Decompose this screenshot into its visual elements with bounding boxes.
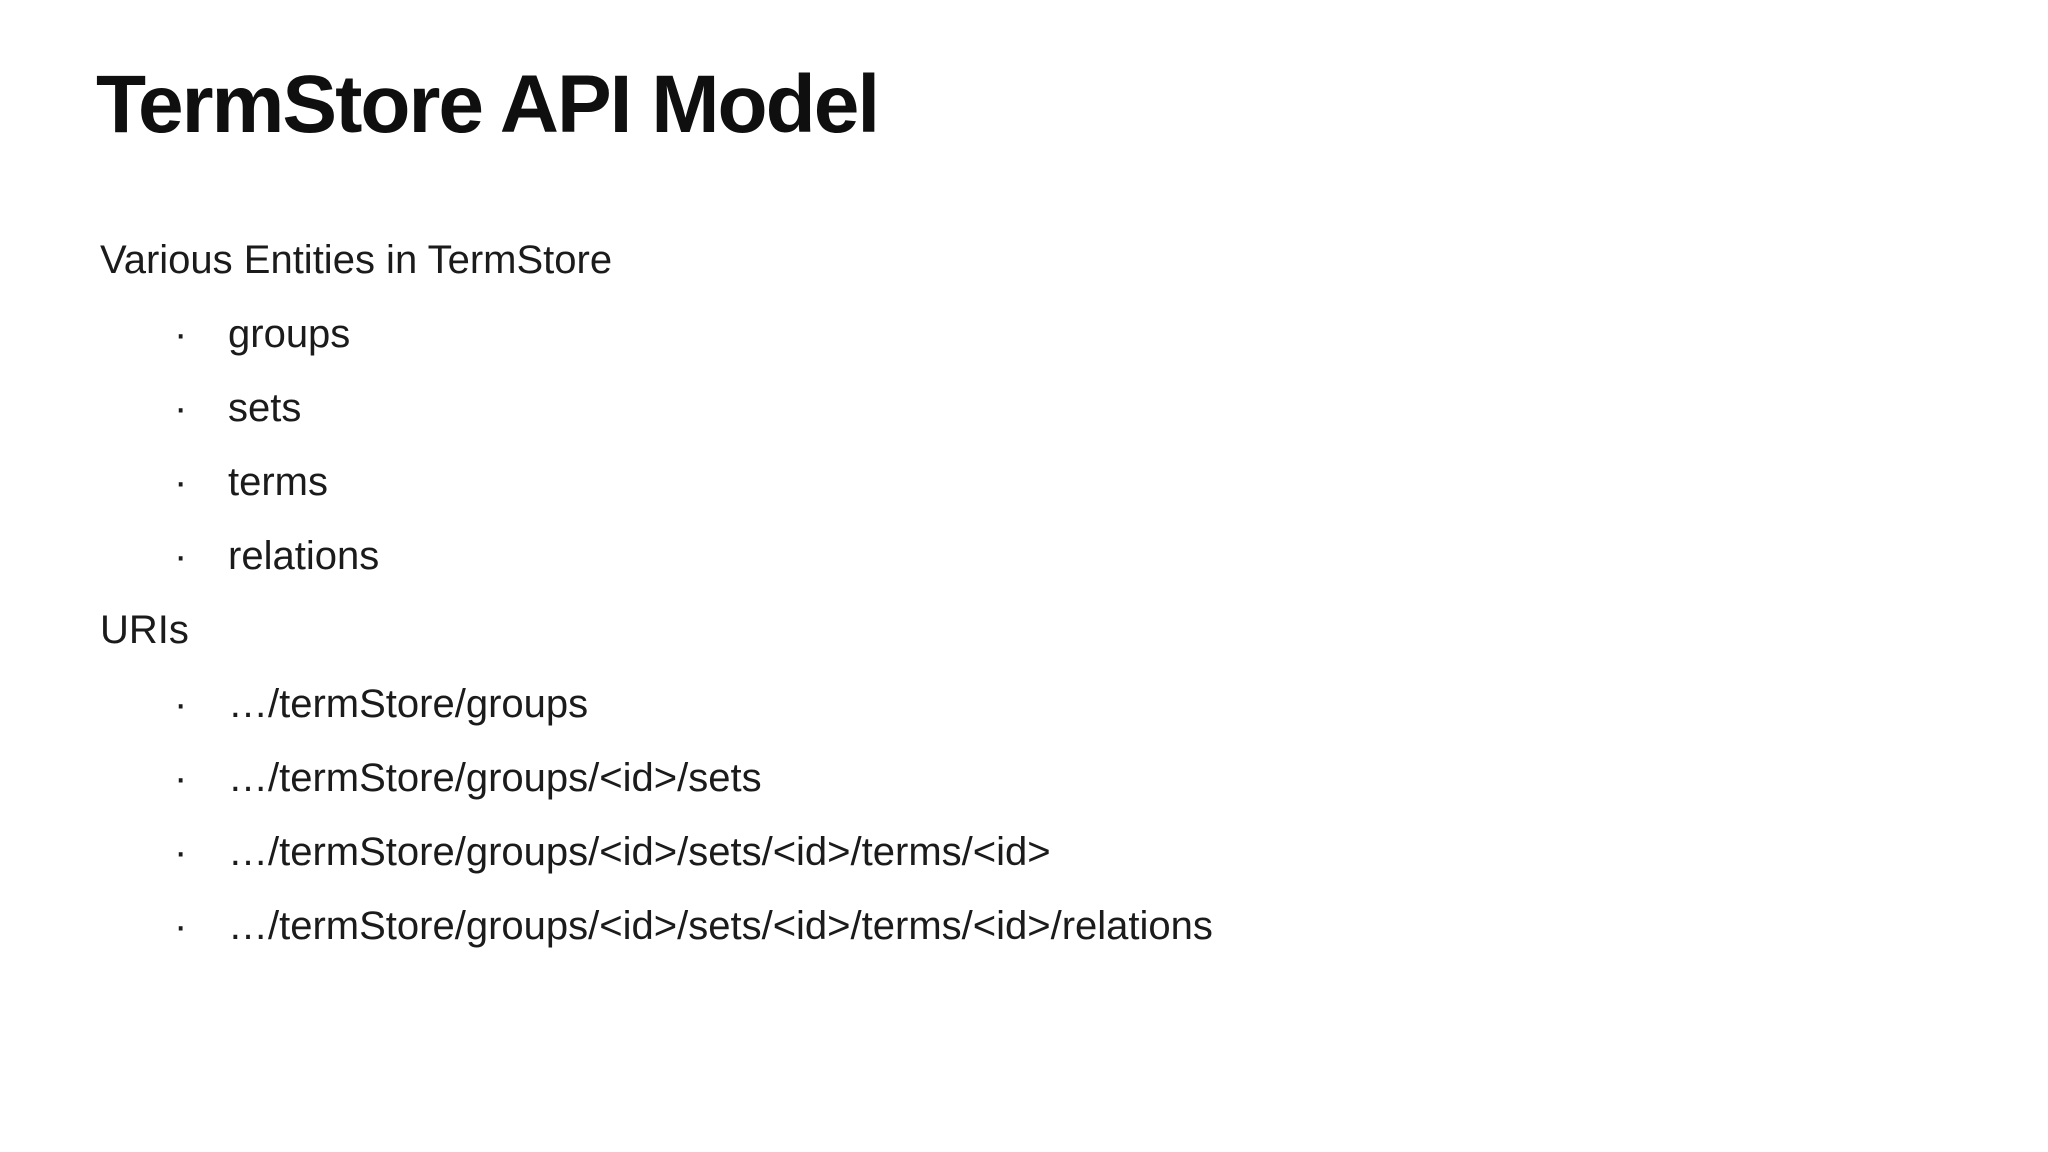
list-item: · …/termStore/groups	[100, 667, 1800, 741]
bullet-dot-icon: ·	[174, 830, 188, 874]
bullet-label: sets	[228, 386, 302, 430]
list-item: · relations	[100, 519, 1800, 593]
uri-label: …/termStore/groups/<id>/sets	[228, 756, 762, 800]
entities-list: · groups · sets · terms · relations	[100, 297, 1800, 593]
uri-label: …/termStore/groups	[228, 682, 589, 726]
uri-label: …/termStore/groups/<id>/sets/<id>/terms/…	[228, 830, 1051, 874]
slide-body: Various Entities in TermStore · groups ·…	[100, 223, 1800, 963]
uris-heading: URIs	[100, 608, 189, 652]
bullet-dot-icon: ·	[174, 904, 188, 948]
entities-heading: Various Entities in TermStore	[100, 238, 613, 282]
bullet-label: terms	[228, 460, 328, 504]
uri-label: …/termStore/groups/<id>/sets/<id>/terms/…	[228, 904, 1213, 948]
list-item: · groups	[100, 297, 1800, 371]
bullet-dot-icon: ·	[174, 312, 188, 356]
bullet-label: groups	[228, 312, 351, 356]
list-item: · …/termStore/groups/<id>/sets/<id>/term…	[100, 889, 1800, 963]
uris-list: · …/termStore/groups · …/termStore/group…	[100, 667, 1800, 963]
bullet-dot-icon: ·	[174, 756, 188, 800]
section-uris: URIs · …/termStore/groups · …/termStore/…	[100, 593, 1800, 963]
list-item: · terms	[100, 445, 1800, 519]
bullet-dot-icon: ·	[174, 386, 188, 430]
slide-title: TermStore API Model	[96, 59, 880, 150]
section-entities: Various Entities in TermStore · groups ·…	[100, 223, 1800, 593]
list-item: · sets	[100, 371, 1800, 445]
bullet-label: relations	[228, 534, 380, 578]
bullet-dot-icon: ·	[174, 682, 188, 726]
list-item: · …/termStore/groups/<id>/sets/<id>/term…	[100, 815, 1800, 889]
bullet-dot-icon: ·	[174, 534, 188, 578]
bullet-dot-icon: ·	[174, 460, 188, 504]
list-item: · …/termStore/groups/<id>/sets	[100, 741, 1800, 815]
